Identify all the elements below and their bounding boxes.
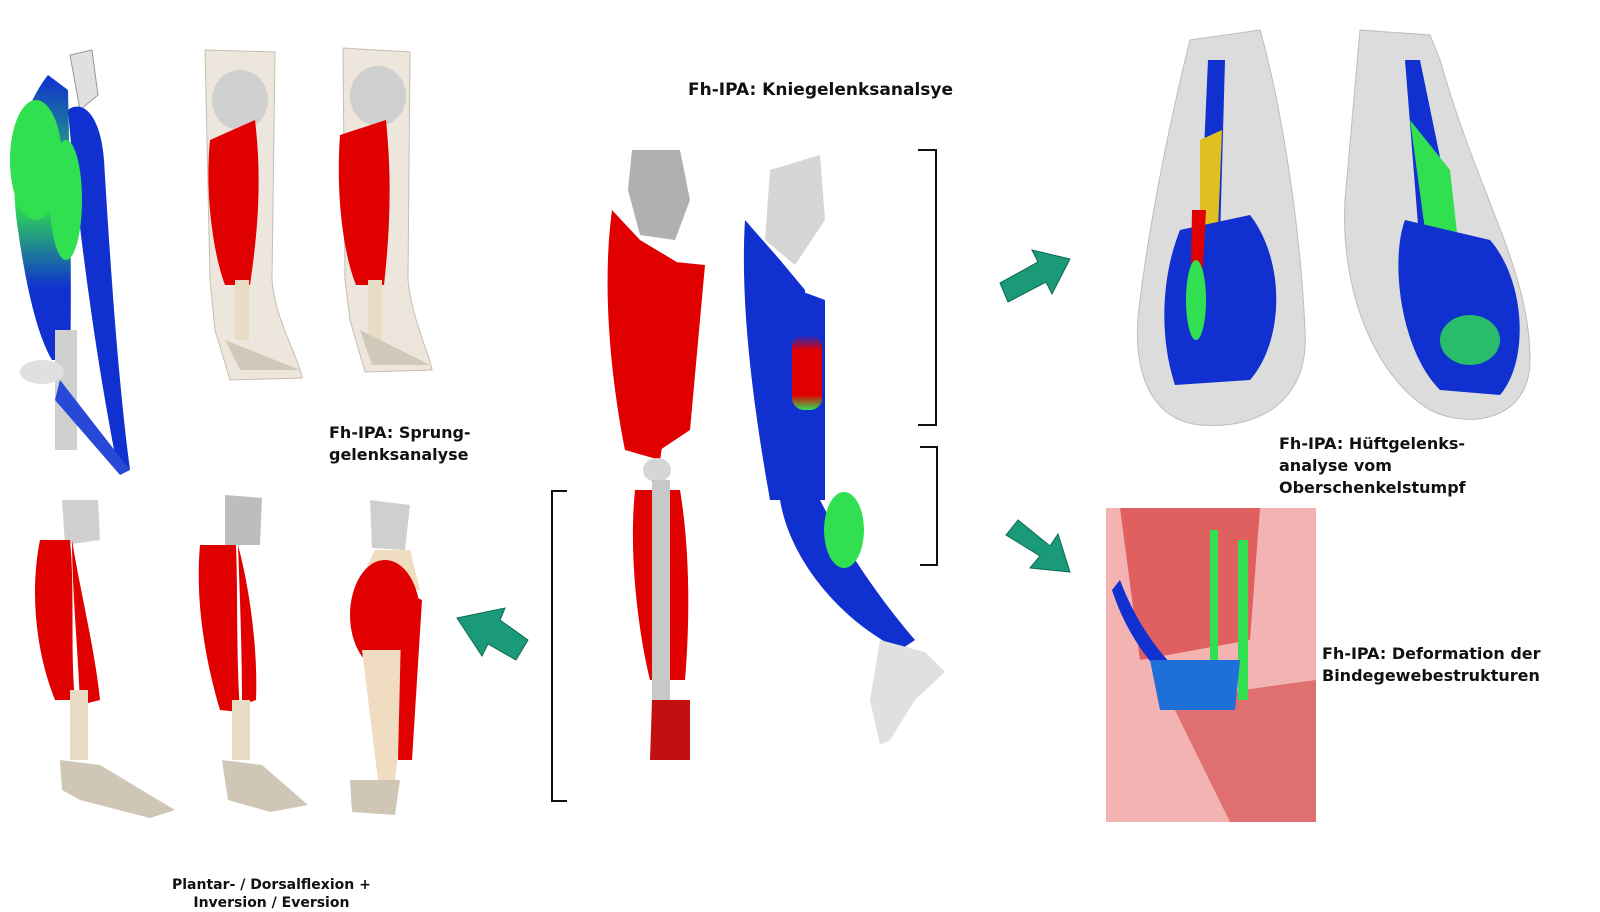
deformation-label-line-2: Bindegewebestrukturen [1322,666,1540,685]
bracket-ankle [551,490,567,802]
bracket-knee-lower [920,446,938,566]
knee-analysis-label: Fh-IPA: Kniegelenksanalsye [688,80,954,100]
hip-label-line-1: Fh-IPA: Hüftgelenks- [1279,434,1466,453]
leg-model-red-back [350,500,422,815]
leg-model-translucent-1 [204,49,303,381]
ankle-label-line-1: Fh-IPA: Sprung- [329,423,471,442]
hip-model-1 [1137,29,1306,427]
leg-model-blue-left [10,49,130,475]
ankle-label-line-2: gelenksanalyse [329,445,469,464]
motion-caption-line-2: Inversion / Eversion [193,895,350,911]
hip-label-line-2: analyse vom [1279,456,1392,475]
arrow-right-up-icon [999,249,1071,303]
leg-model-red-2 [198,495,308,812]
full-leg-red [607,150,705,760]
arrow-right-down-icon [1005,519,1071,573]
hip-label-line-3: Oberschenkelstumpf [1279,478,1466,497]
leg-model-red-1 [35,500,175,818]
leg-model-translucent-2 [338,47,433,373]
motion-caption-line-1: Plantar- / Dorsalflexion + [172,877,371,893]
full-leg-blue [743,155,945,745]
bracket-knee-upper [918,149,937,426]
hip-analysis-label: Fh-IPA: Hüftgelenks- analyse vom Obersch… [1279,433,1466,499]
hip-model-2 [1344,29,1531,420]
motion-caption: Plantar- / Dorsalflexion + Inversion / E… [172,876,371,912]
knee-deformation-model [1106,508,1316,822]
deformation-label-line-1: Fh-IPA: Deformation der [1322,644,1541,663]
ankle-analysis-label: Fh-IPA: Sprung- gelenksanalyse [329,422,471,466]
arrow-left-icon [456,607,529,661]
deformation-label: Fh-IPA: Deformation der Bindegewebestruk… [1322,643,1541,687]
